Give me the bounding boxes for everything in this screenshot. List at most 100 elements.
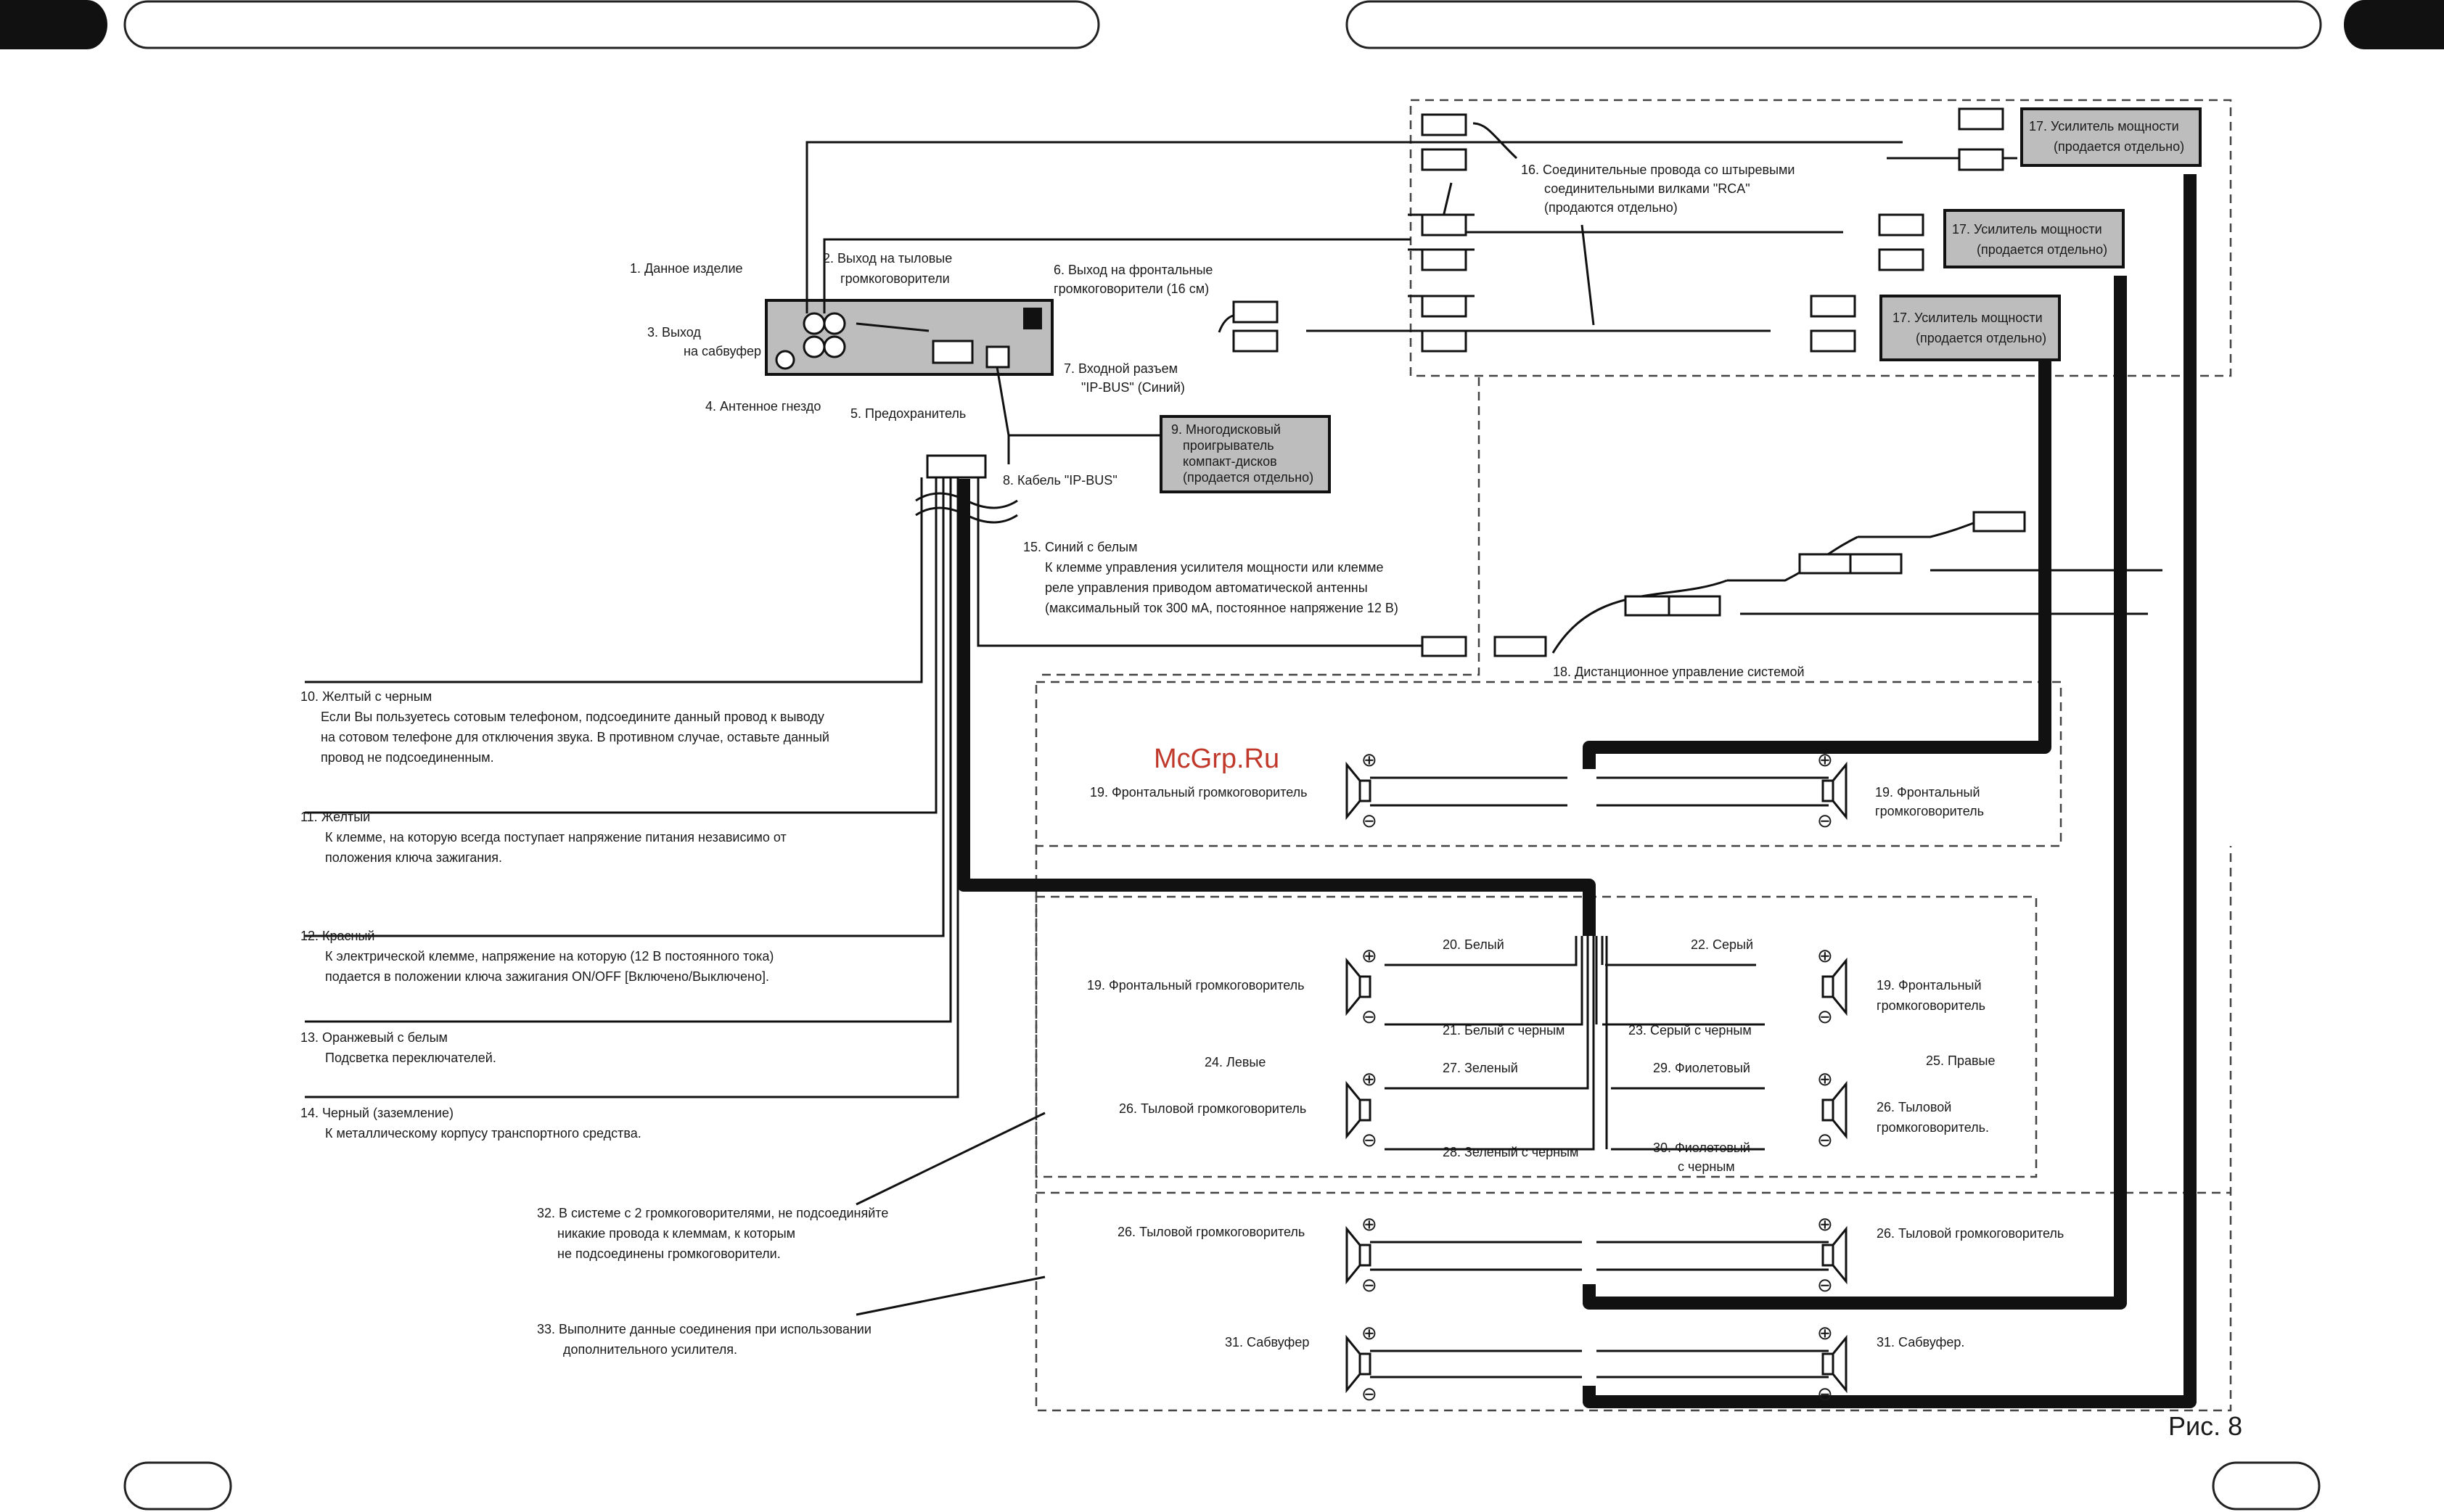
label-product: 1. Данное изделие — [630, 261, 743, 276]
label-cd-changer-1: проигрыватель — [1183, 438, 1274, 453]
labels: McGrp.Ru Рис. 8 1. Данное изделие 2. Вых… — [300, 119, 2242, 1441]
label-blue-white-1: К клемме управления усилителя мощности и… — [1045, 560, 1384, 575]
label-blue-white-0: 15. Синий с белым — [1023, 540, 1137, 554]
minus-mark: ⊖ — [1361, 1383, 1377, 1405]
label-red-0: 12. Красный — [300, 929, 374, 943]
label-fuse: 5. Предохранитель — [850, 406, 966, 421]
speaker-icon — [1821, 1225, 1848, 1285]
label-front-spk-r1-1: громкоговоритель — [1875, 804, 1984, 818]
label-red-1: К электрической клемме, напряжение на ко… — [325, 949, 774, 964]
plus-mark: ⊕ — [1817, 1068, 1833, 1090]
label-front-spk-l2: 19. Фронтальный громкоговоритель — [1087, 978, 1305, 993]
label-orange-white-0: 13. Оранжевый с белым — [300, 1030, 448, 1045]
label-rear-spk-l1: 26. Тыловой громкоговоритель — [1119, 1101, 1306, 1116]
label-note-32-2: не подсоединены громкоговорители. — [557, 1246, 781, 1261]
minus-mark: ⊖ — [1361, 1274, 1377, 1296]
speaker-icon — [1821, 761, 1848, 821]
plus-mark: ⊕ — [1817, 1322, 1833, 1344]
label-right: 25. Правые — [1926, 1053, 1996, 1068]
label-rear-spk-l2: 26. Тыловой громкоговоритель — [1118, 1225, 1305, 1239]
label-sub-out-1: 3. Выход — [647, 325, 701, 340]
label-front-spk-r2-0: 19. Фронтальный — [1877, 978, 1982, 993]
plus-mark: ⊕ — [1817, 1213, 1833, 1235]
speaker-icon — [1345, 1334, 1371, 1394]
minus-mark: ⊖ — [1817, 1129, 1833, 1151]
label-green: 27. Зеленый — [1443, 1061, 1518, 1075]
label-front-spk-r2-1: громкоговоритель — [1877, 998, 1985, 1013]
amplifiers — [1160, 107, 2202, 493]
plus-mark: ⊕ — [1361, 945, 1377, 966]
label-rear-out-1: 2. Выход на тыловые — [823, 251, 952, 266]
label-yellow-black-0: 10. Желтый с черным — [300, 689, 432, 704]
label-violet-black-1: с черным — [1678, 1159, 1735, 1174]
label-rear-spk-r1-1: громкоговоритель. — [1877, 1120, 1989, 1135]
watermark: McGrp.Ru — [1154, 744, 1279, 774]
speaker-wires — [856, 776, 1829, 1379]
label-amp-2-0: 17. Усилитель мощности — [1952, 222, 2102, 237]
label-note-32-0: 32. В системе с 2 громкоговорителями, не… — [537, 1206, 888, 1220]
minus-mark: ⊖ — [1361, 810, 1377, 831]
label-cd-changer-3: (продается отдельно) — [1183, 470, 1313, 485]
head-unit — [765, 299, 1054, 524]
label-yellow-black-2: на сотовом телефоне для отключения звука… — [321, 730, 829, 744]
label-orange-white-1: Подсветка переключателей. — [325, 1051, 496, 1065]
label-front-out-2: громкоговорители (16 см) — [1054, 282, 1209, 296]
label-ipbus-in-2: "IP-BUS" (Синий) — [1081, 380, 1185, 395]
label-amp-1-0: 17. Усилитель мощности — [2029, 119, 2179, 133]
minus-mark: ⊖ — [1361, 1006, 1377, 1027]
label-rca-1: соединительными вилками "RCA" — [1544, 181, 1750, 196]
speaker-icon — [1821, 1334, 1848, 1394]
label-white-black: 21. Белый с черным — [1443, 1023, 1565, 1038]
label-sub-out-2: на сабвуфер — [684, 344, 761, 358]
label-rear-spk-r1-0: 26. Тыловой — [1877, 1100, 1951, 1114]
label-yellow-2: положения ключа зажигания. — [325, 850, 502, 865]
label-rear-spk-r2: 26. Тыловой громкоговоритель — [1877, 1226, 2064, 1241]
label-front-spk-r1-0: 19. Фронтальный — [1875, 785, 1980, 800]
label-green-black: 28. Зеленый с черным — [1443, 1145, 1578, 1159]
minus-mark: ⊖ — [1361, 1129, 1377, 1151]
label-amp-2-1: (продается отдельно) — [1977, 242, 2107, 257]
label-note-32-1: никакие провода к клеммам, к которым — [557, 1226, 795, 1241]
plus-mark: ⊕ — [1817, 945, 1833, 966]
label-amp-3-0: 17. Усилитель мощности — [1893, 311, 2043, 325]
label-antenna: 4. Антенное гнездо — [705, 399, 821, 414]
plus-mark: ⊕ — [1361, 1068, 1377, 1090]
label-front-spk-l1: 19. Фронтальный громкоговоритель — [1090, 785, 1308, 800]
rca-connectors — [1232, 107, 2026, 657]
label-yellow-1: К клемме, на которую всегда поступает на… — [325, 830, 787, 845]
label-amp-1-1: (продается отдельно) — [2054, 139, 2184, 154]
minus-mark: ⊖ — [1817, 810, 1833, 831]
speaker-icon — [1345, 761, 1371, 821]
plus-mark: ⊕ — [1361, 1322, 1377, 1344]
label-white: 20. Белый — [1443, 937, 1504, 952]
label-rca-0: 16. Соединительные провода со штыревыми — [1521, 163, 1795, 177]
label-yellow-black-1: Если Вы пользуетесь сотовым телефоном, п… — [321, 710, 824, 724]
label-gray: 22. Серый — [1691, 937, 1753, 952]
label-sub-l: 31. Сабвуфер — [1225, 1335, 1309, 1349]
label-blue-white-2: реле управления приводом автоматической … — [1045, 580, 1368, 595]
label-ipbus-in-1: 7. Входной разъем — [1064, 361, 1178, 376]
plus-mark: ⊕ — [1817, 749, 1833, 771]
speaker-icon — [1345, 1225, 1371, 1285]
speaker-icon — [1821, 957, 1848, 1016]
minus-mark: ⊖ — [1817, 1383, 1833, 1405]
label-black-ground-1: К металлическому корпусу транспортного с… — [325, 1126, 641, 1141]
thick-cables — [957, 174, 2197, 1408]
speaker-icon — [1345, 957, 1371, 1016]
plus-mark: ⊕ — [1361, 1213, 1377, 1235]
label-amp-3-1: (продается отдельно) — [1916, 331, 2046, 345]
minus-mark: ⊖ — [1817, 1274, 1833, 1296]
label-black-ground-0: 14. Черный (заземление) — [300, 1106, 454, 1120]
polarity-marks: ⊕ ⊖ ⊕ ⊖ ⊕ ⊖ ⊕ ⊖ ⊕ ⊖ ⊕ ⊖ ⊕ ⊖ ⊕ ⊖ ⊕ ⊖ ⊕ ⊖ — [1361, 749, 1833, 1405]
label-blue-white-3: (максимальный ток 300 мА, постоянное нап… — [1045, 601, 1398, 615]
speaker-icon — [1345, 1080, 1371, 1140]
label-front-out-1: 6. Выход на фронтальные — [1054, 263, 1213, 277]
minus-mark: ⊖ — [1817, 1006, 1833, 1027]
label-yellow-0: 11. Желтый — [300, 810, 370, 824]
dashed-groups — [1035, 99, 2232, 1412]
label-cd-changer-0: 9. Многодисковый — [1171, 422, 1281, 437]
plus-mark: ⊕ — [1361, 749, 1377, 771]
label-note-33-0: 33. Выполните данные соединения при испо… — [537, 1322, 872, 1336]
